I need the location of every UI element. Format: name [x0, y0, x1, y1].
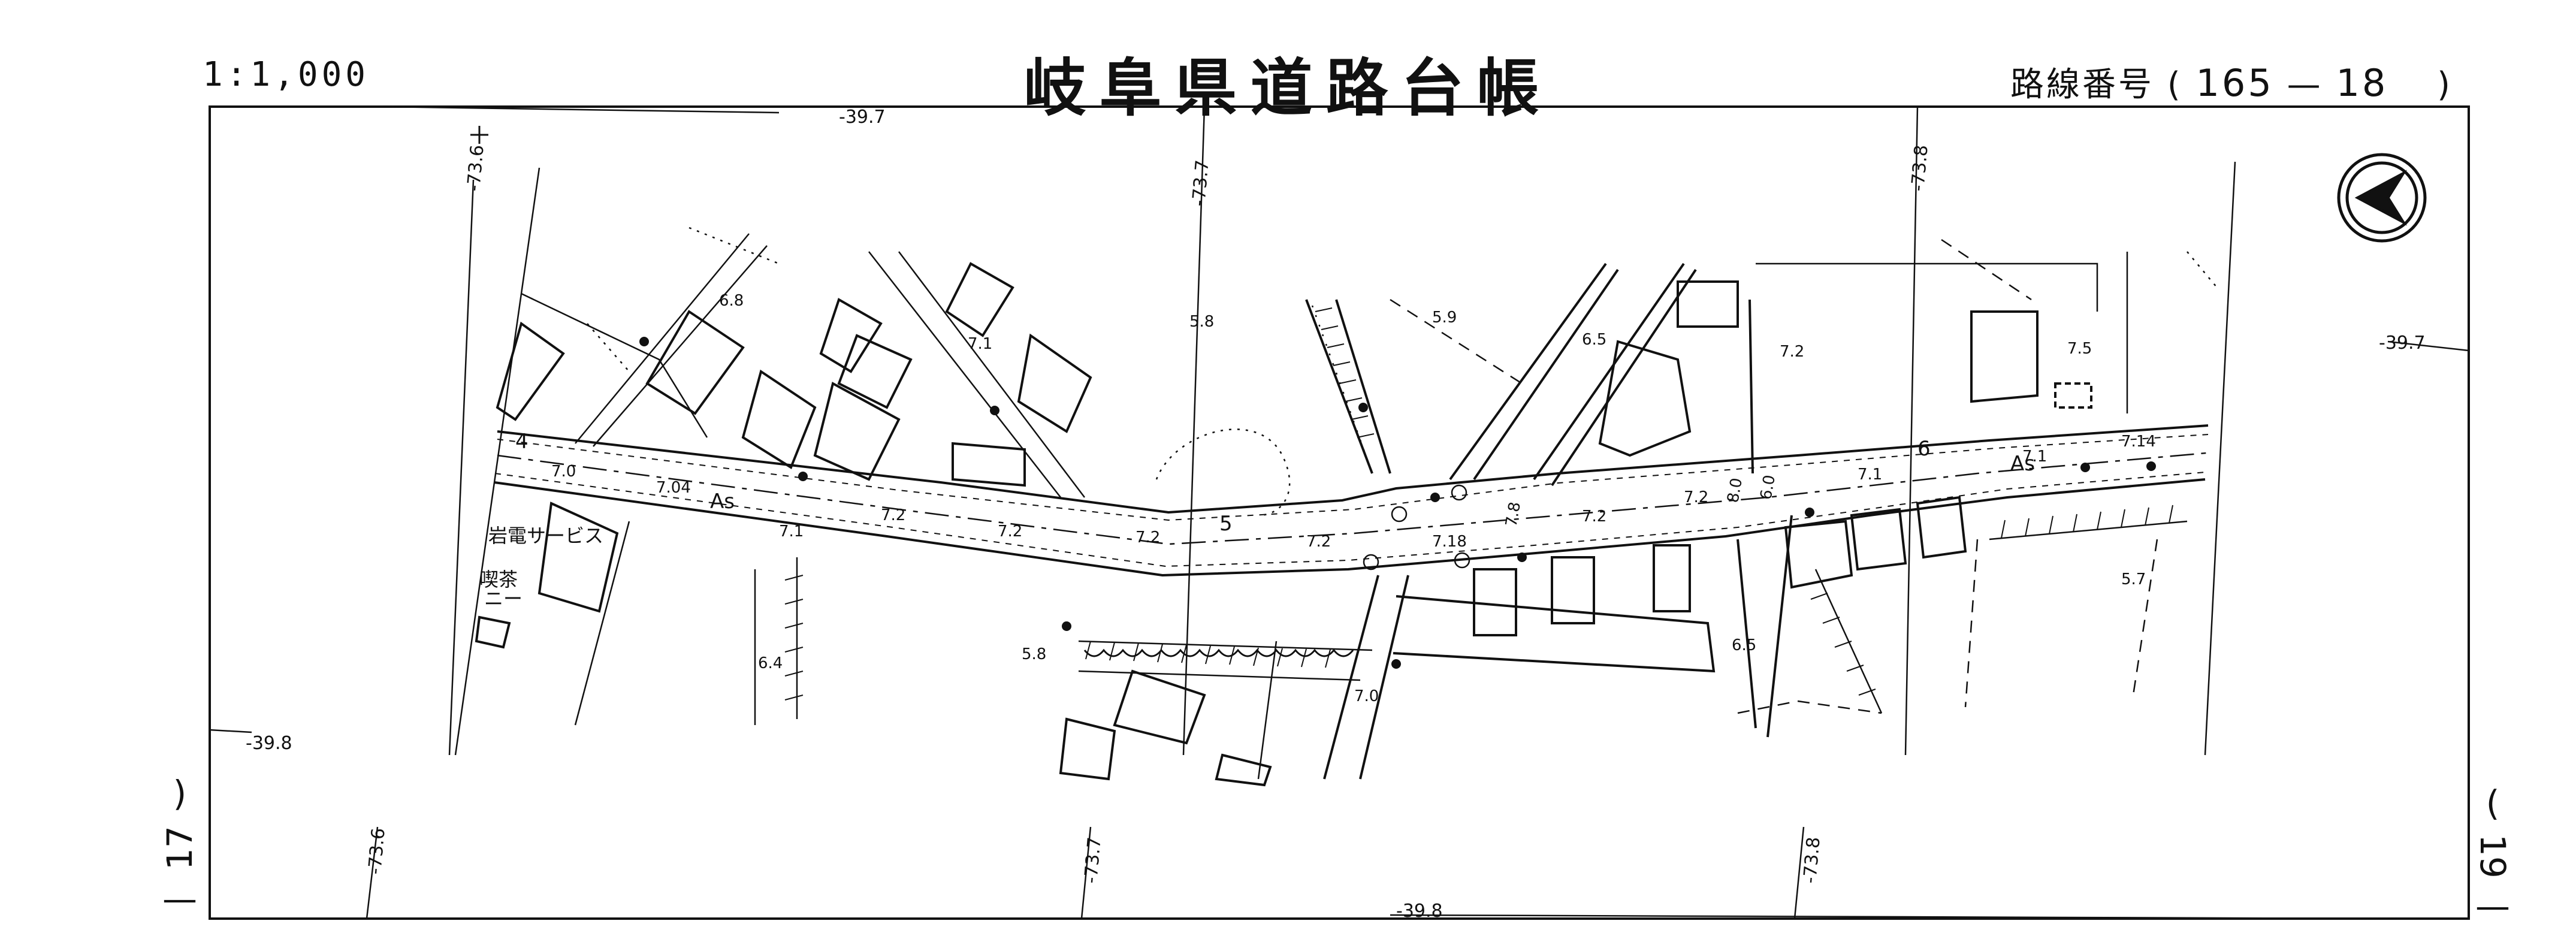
coord-label: -73.6 [463, 144, 488, 192]
coord-label: -39.7 [2379, 333, 2426, 354]
elev-label: 7.2 [881, 506, 905, 524]
business-label: 岩電サービス [488, 524, 603, 547]
elev-label: 5.8 [1189, 313, 1214, 331]
elev-label: 7.2 [1780, 343, 1804, 361]
coord-label: -73.7 [1188, 159, 1213, 207]
elev-label: 7.1 [1858, 466, 1882, 484]
elev-label: 7.2 [1136, 529, 1160, 547]
coord-label: -73.8 [1799, 836, 1825, 884]
coord-label: -73.7 [1080, 836, 1106, 884]
coord-label: -73.8 [1907, 144, 1932, 192]
hatch-marks [784, 307, 2173, 701]
utility-points [639, 337, 2156, 669]
parcel-lines [454, 161, 2236, 780]
elev-label: 5.7 [2121, 570, 2146, 588]
elev-label: 6.4 [758, 654, 783, 672]
map-frame [209, 105, 2470, 920]
elev-label: 6.5 [1582, 331, 1606, 349]
dotted-boundaries [587, 227, 2218, 517]
map-scale: 1:1,000 [203, 55, 370, 94]
route-number: 165 [2196, 61, 2274, 105]
route-close-paren: ) [2437, 65, 2453, 104]
station-label: 4 [515, 430, 529, 454]
elev-label: 7.0 [1354, 687, 1379, 705]
circled-markers [1363, 484, 1470, 570]
cross-roads [1305, 262, 1793, 780]
route-label: 路線番号 [2010, 65, 2154, 104]
elev-label: 7.18 [1432, 533, 1467, 551]
route-number-label: 路線番号 ( 165 — 18 ) [2010, 58, 2453, 106]
north-arrow-icon [2337, 153, 2427, 243]
elev-label: 7.2 [1582, 508, 1606, 526]
elev-label: 7.1 [2022, 448, 2047, 466]
sheet-left-paren: ) [173, 773, 187, 814]
business-label: ニー [484, 587, 523, 610]
elevation-labels: 7.0 7.04 7.1 7.2 7.2 7.2 7.2 7.2 7.2 7.1… [551, 292, 2156, 705]
route-open-paren: ( [2167, 65, 2183, 104]
elev-label: 6.8 [719, 292, 744, 310]
coord-labels: -39.7 -39.7 -39.8 -39.8 -73.6 -73.7 -73.… [246, 107, 2426, 922]
elev-label: 7.1 [779, 523, 804, 541]
coord-label: -39.8 [1396, 901, 1443, 922]
elev-label: 7.2 [1684, 488, 1708, 506]
elev-label: 7.8 [1502, 500, 1524, 528]
grid-ticks [470, 126, 488, 144]
elev-label: 5.9 [1432, 309, 1457, 327]
elev-label: 7.5 [2067, 340, 2092, 358]
elev-label: 5.8 [1022, 645, 1046, 663]
station-label: 6 [1917, 437, 1931, 461]
elev-label: 7.2 [1306, 533, 1331, 551]
elev-label: 7.1 [968, 335, 992, 353]
coord-label: -39.8 [246, 733, 292, 754]
elev-label: 7.0 [551, 463, 576, 481]
surface-label: As [2010, 452, 2035, 476]
route-dash: — [2287, 65, 2323, 104]
surface-label: As [710, 490, 735, 514]
business-label: 喫茶 [479, 568, 518, 591]
grid-lines [209, 105, 2469, 920]
sheet-left-dash: — [162, 878, 197, 919]
dashed-boundaries [1390, 238, 2158, 714]
business-labels: 岩電サービス 喫茶 ニー [479, 524, 603, 610]
coord-label: -39.7 [839, 107, 886, 128]
elev-label: 7.04 [656, 479, 691, 497]
elev-label: 8.0 [1724, 476, 1746, 504]
station-label: 5 [1219, 512, 1233, 536]
map-title: 岐阜県道路台帳 [1023, 52, 1553, 125]
coord-label: -73.6 [364, 827, 389, 875]
elev-label: 7.14 [2121, 433, 2156, 451]
elev-label: 7.2 [998, 523, 1022, 541]
road-labels: As As 4 5 6 [515, 430, 2035, 536]
sheet-number-left: ) 17 — [159, 773, 200, 919]
route-sub: 18 [2336, 61, 2388, 105]
elev-label: 6.0 [1757, 473, 1779, 501]
elev-label: 6.5 [1732, 636, 1756, 654]
buildings [475, 262, 2092, 787]
retaining-wall [1083, 648, 1354, 657]
